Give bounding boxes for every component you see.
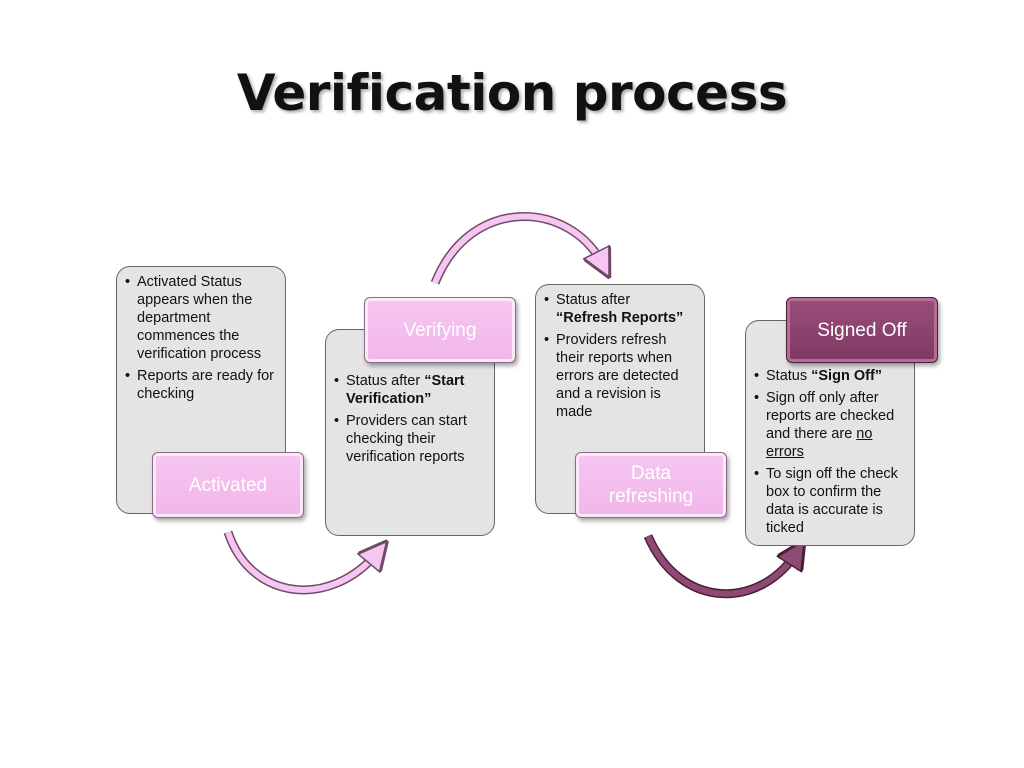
bullet: Status after “Refresh Reports” bbox=[544, 291, 696, 327]
step-label-activated: Activated bbox=[152, 452, 304, 518]
step-label-signed-off: Signed Off bbox=[786, 297, 938, 363]
bullet: Sign off only after reports are checked … bbox=[754, 389, 906, 461]
bullet: To sign off the check box to confirm the… bbox=[754, 465, 906, 537]
bullet: Reports are ready for checking bbox=[125, 367, 277, 403]
arrow-verifying-to-refreshing bbox=[430, 212, 608, 285]
bullet: Providers can start checking their verif… bbox=[334, 412, 486, 466]
arrow-activated-to-verifying bbox=[223, 530, 382, 595]
bullet: Activated Status appears when the depart… bbox=[125, 273, 277, 363]
bullet: Status after “Start Verification” bbox=[334, 372, 486, 408]
page-title: Verification process bbox=[236, 64, 788, 122]
step-label-data-refreshing: Data refreshing bbox=[575, 452, 727, 518]
bullet: Providers refresh their reports when err… bbox=[544, 331, 696, 421]
step-label-verifying: Verifying bbox=[364, 297, 516, 363]
step-card-verifying: Status after “Start Verification” Provid… bbox=[325, 329, 495, 536]
bullet: Status “Sign Off” bbox=[754, 367, 906, 385]
